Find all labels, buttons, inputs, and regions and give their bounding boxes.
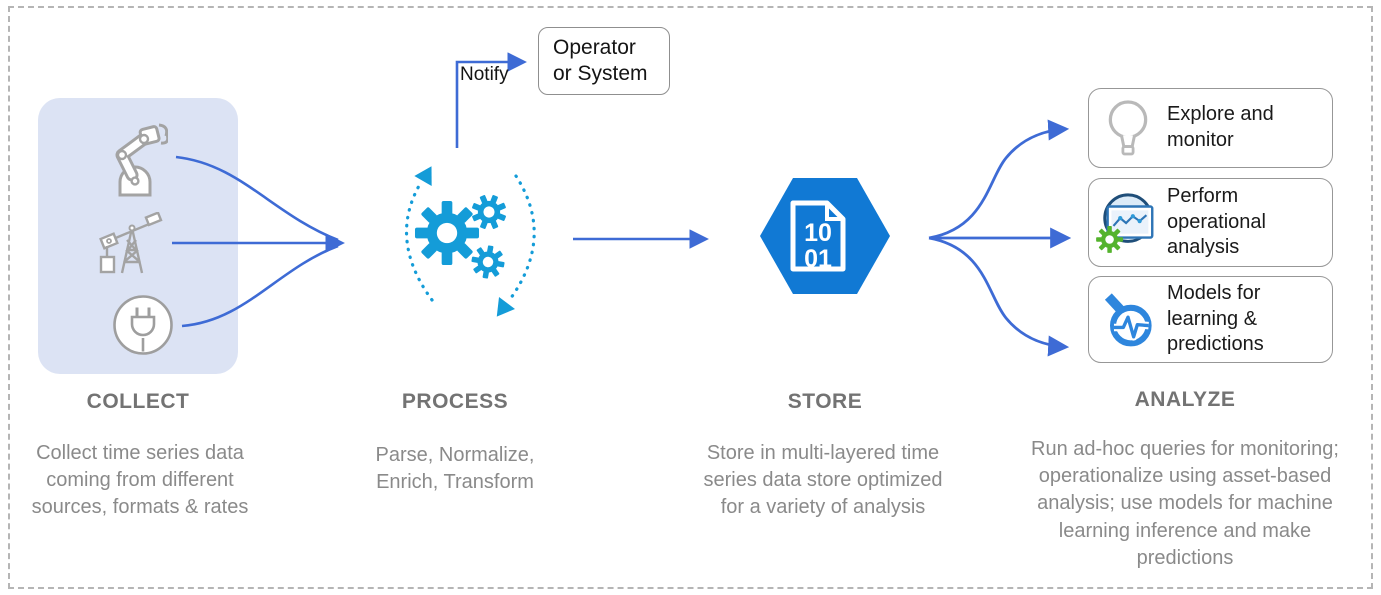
power-plug-icon [113, 295, 173, 355]
analyze-box-label: Models for learning & predictions [1167, 282, 1264, 356]
store-title: STORE [787, 390, 863, 413]
robot-arm-icon [115, 123, 168, 197]
operator-box-line2: or System [553, 62, 648, 85]
analyze-box-label: Explore and monitor [1167, 103, 1274, 151]
operator-box-line1: Operator [553, 36, 636, 60]
analyze-title: ANALYZE [1134, 388, 1236, 411]
oil-pumpjack-icon [99, 212, 163, 274]
analyze-box-label: Perform operational analysis [1167, 185, 1266, 259]
notify-label: Notify [460, 64, 509, 85]
lightbulb-icon [1089, 97, 1167, 159]
process-description: Parse, Normalize, Enrich, Transform [375, 444, 535, 494]
operator-system-box: Operator or System [538, 27, 670, 95]
analyze-description: Run ad-hoc queries for monitoring; opera… [1031, 438, 1339, 569]
analyze-box-explore: Explore and monitor [1088, 88, 1333, 168]
magnifier-pulse-icon [1089, 288, 1167, 352]
collect-description: Collect time series data coming from dif… [31, 442, 249, 519]
store-description: Store in multi-layered time series data … [703, 442, 943, 519]
analyze-box-models: Models for learning & predictions [1088, 276, 1333, 363]
diagram-dashed-border [8, 6, 1373, 589]
analyze-box-operational: Perform operational analysis [1088, 178, 1333, 267]
operational-dashboard-icon [1089, 191, 1167, 255]
process-title: PROCESS [401, 390, 509, 413]
collect-title: COLLECT [86, 390, 190, 413]
